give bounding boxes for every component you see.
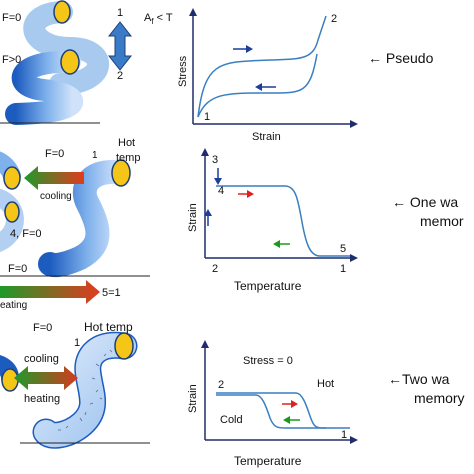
cooling-label: cooling bbox=[24, 353, 59, 365]
unload-arrow-head bbox=[204, 209, 212, 216]
sequence-label: 5=1 bbox=[102, 287, 121, 299]
spring-end-cap bbox=[53, 0, 71, 24]
cooling-curve bbox=[216, 394, 326, 429]
texture-marks bbox=[58, 349, 113, 431]
state-label: 1 bbox=[92, 150, 98, 161]
double-arrow-icon bbox=[107, 21, 133, 71]
hot-label: Hot bbox=[317, 378, 334, 390]
heating-arrow-icon bbox=[0, 280, 100, 304]
point-label: 4 bbox=[218, 185, 224, 197]
cooling-direction-arrow-head bbox=[273, 240, 280, 248]
loading-curve bbox=[197, 15, 327, 118]
heating-label: heating bbox=[24, 393, 60, 405]
loading-arrow-head bbox=[214, 178, 222, 185]
reverse-arrow-head bbox=[255, 83, 262, 91]
strain-temperature-graph: Stress = 0 2 Hot Cold 1 Strain Temperatu… bbox=[187, 340, 358, 468]
point-label: 3 bbox=[212, 154, 218, 166]
x-axis-label: Temperature bbox=[234, 279, 302, 293]
condition-label: Af < T bbox=[144, 12, 173, 26]
stress-strain-graph: Stress Strain 1 2 bbox=[177, 8, 358, 143]
state-label: 1 bbox=[74, 337, 80, 349]
state-label: 4, F=0 bbox=[10, 228, 42, 240]
spring-end-cap bbox=[114, 332, 134, 360]
x-axis-label: Temperature bbox=[234, 454, 302, 468]
y-axis-arrow bbox=[201, 148, 209, 156]
x-axis-arrow bbox=[350, 254, 358, 262]
point-label: 2 bbox=[212, 263, 218, 275]
caption-text: ←Two wa bbox=[388, 371, 450, 387]
unloading-curve bbox=[197, 53, 318, 118]
y-axis-label: Strain bbox=[187, 203, 199, 232]
force-label: F=0 bbox=[45, 148, 64, 160]
x-axis-arrow bbox=[350, 120, 358, 128]
double-headed-arrow-icon bbox=[14, 366, 78, 390]
x-axis-label: Strain bbox=[252, 131, 281, 143]
panel-one-way-memory: F=0 cooling 1 Hot temp 4, F=0 F=0 eating… bbox=[0, 137, 464, 311]
heating-direction-arrow-head bbox=[291, 400, 298, 408]
caption-text: memory bbox=[414, 390, 465, 406]
strain-recovery-curve bbox=[216, 185, 350, 257]
y-axis-label: Strain bbox=[187, 384, 199, 413]
hot-temp-label: Hot temp bbox=[84, 320, 133, 334]
spring-loaded bbox=[5, 50, 83, 125]
strain-temperature-graph: Strain Temperature 3 4 5 2 1 bbox=[187, 148, 358, 293]
spring-unloaded bbox=[23, 1, 109, 95]
point-label: 2 bbox=[218, 379, 224, 391]
point-label: 1 bbox=[204, 111, 210, 123]
caption-text: memor bbox=[420, 213, 464, 229]
arrow-label: cooling bbox=[40, 191, 72, 202]
heating-label: eating bbox=[0, 300, 27, 311]
stress-condition-label: Stress = 0 bbox=[243, 355, 293, 367]
cooling-arrow-icon bbox=[24, 166, 84, 190]
caption-text: ← Pseudo bbox=[368, 50, 434, 66]
y-axis-arrow bbox=[201, 340, 209, 348]
spring-end-cap bbox=[60, 49, 80, 75]
point-label: 2 bbox=[331, 13, 337, 25]
force-label: F=0 bbox=[2, 12, 21, 24]
cold-label: Cold bbox=[220, 414, 243, 426]
force-label: F>0 bbox=[2, 54, 21, 66]
force-label: F=0 bbox=[33, 322, 52, 334]
spring-end-cap bbox=[111, 159, 131, 187]
x-axis-arrow bbox=[350, 436, 358, 444]
spring-recovered bbox=[38, 159, 130, 278]
heating-direction-arrow-head bbox=[247, 190, 254, 198]
point-label: 1 bbox=[341, 429, 347, 441]
spring-end-cap bbox=[3, 166, 21, 190]
spring-end-cap bbox=[1, 368, 19, 392]
force-label: F=0 bbox=[8, 263, 27, 275]
panel-pseudoelasticity: F=0 F>0 1 2 Af < T Stress Strain 1 2 bbox=[0, 0, 434, 143]
point-label: 1 bbox=[340, 263, 346, 275]
panel-two-way-memory: F=0 Hot temp 1 cooling heating Stress = … bbox=[0, 320, 465, 468]
state-label: 1 bbox=[117, 7, 123, 19]
spring-textured-fill bbox=[34, 333, 136, 448]
spring-end-cap bbox=[4, 201, 20, 223]
cooling-direction-arrow-head bbox=[283, 416, 290, 424]
state-label: 2 bbox=[117, 70, 123, 82]
forward-arrow-head bbox=[246, 45, 253, 53]
hot-temp-label: Hot bbox=[118, 137, 135, 149]
y-axis-label: Stress bbox=[177, 55, 189, 87]
hot-temp-label: temp bbox=[116, 152, 140, 164]
caption-text: ← One wa bbox=[392, 194, 458, 210]
y-axis-arrow bbox=[189, 8, 197, 16]
point-label: 5 bbox=[340, 243, 346, 255]
